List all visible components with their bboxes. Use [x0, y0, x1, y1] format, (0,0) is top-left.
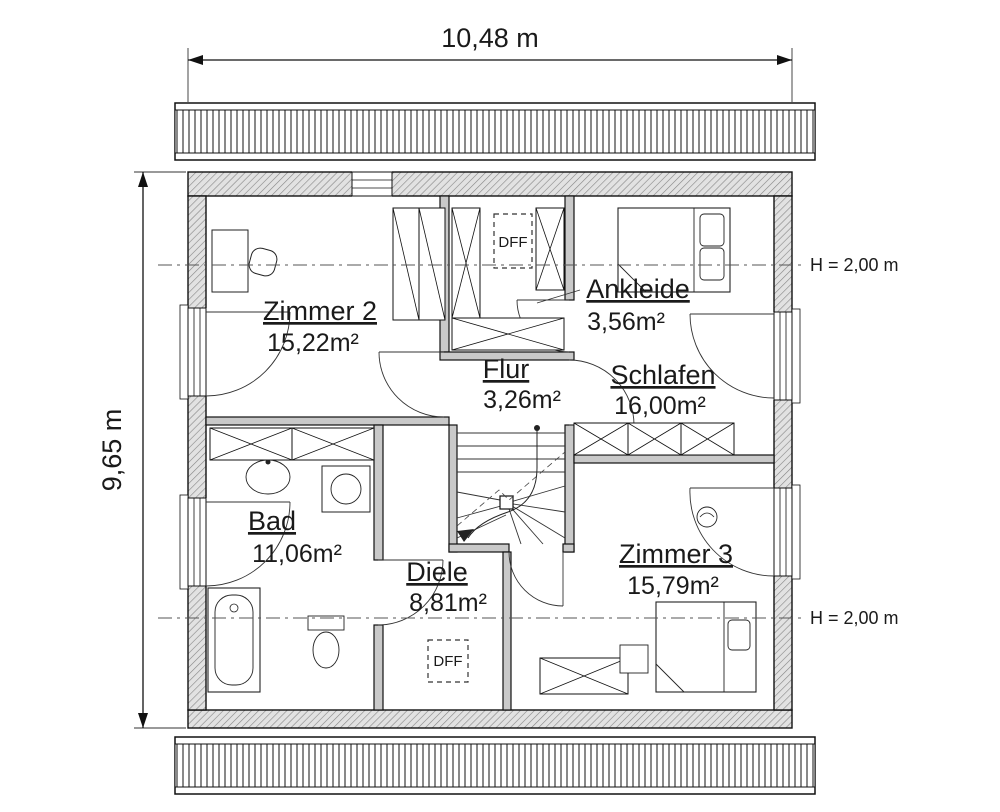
schlafen-area: 16,00m²	[614, 392, 706, 420]
dff-top-label: DFF	[498, 234, 527, 251]
flur-name: Flur	[483, 354, 530, 384]
wardrobe-zimmer2	[392, 207, 446, 321]
closet-ankleide-west	[451, 207, 481, 319]
room-label-zimmer2: Zimmer 2 15,22m²	[263, 296, 377, 357]
ankleide-area: 3,56m²	[587, 308, 665, 336]
room-label-zimmer3: Zimmer 3 15,79m²	[619, 539, 733, 600]
windows	[179, 170, 801, 590]
door-bad	[377, 559, 444, 626]
room-labels: Zimmer 2 15,22m² Ankleide 3,56m² Flur 3,…	[248, 274, 733, 617]
diele-name: Diele	[406, 557, 468, 587]
closet-ankleide-south	[451, 317, 565, 351]
closet-ankleide-east	[535, 207, 565, 291]
roof-overhang-top	[174, 102, 816, 161]
width-dimension-label: 10,48 m	[441, 23, 539, 53]
door-zimmer3	[508, 551, 564, 607]
zimmer3-area: 15,79m²	[627, 572, 719, 600]
zimmer2-name: Zimmer 2	[263, 296, 377, 326]
window-right-2	[689, 484, 801, 580]
roof-overhang-bottom	[174, 736, 816, 795]
room-label-flur: Flur 3,26m²	[483, 354, 561, 414]
room-label-ankleide: Ankleide 3,56m²	[536, 274, 690, 336]
height-dimension-label: 9,65 m	[97, 409, 127, 492]
room-label-bad: Bad 11,06m²	[248, 506, 342, 568]
furniture-zimmer3-bed	[619, 506, 757, 693]
closet-bad	[209, 427, 375, 461]
door-zimmer2	[378, 351, 445, 418]
window-top	[351, 170, 393, 198]
bad-area: 11,06m²	[252, 540, 342, 568]
furniture-bad	[207, 459, 371, 693]
window-left-1	[179, 304, 291, 400]
washing-machine	[321, 465, 371, 513]
schlafen-name: Schlafen	[610, 360, 715, 390]
furniture-zimmer2	[211, 229, 278, 293]
left-dimension: 9,65 m	[97, 171, 186, 729]
bathtub	[207, 587, 261, 693]
height-marker-bottom-label: H = 2,00 m	[810, 608, 899, 628]
toilet	[307, 615, 345, 669]
closet-schlafen	[573, 422, 735, 456]
closets	[209, 207, 735, 695]
room-label-schlafen: Schlafen 16,00m²	[610, 360, 715, 420]
zimmer3-name: Zimmer 3	[619, 539, 733, 569]
flur-area: 3,26m²	[483, 386, 561, 414]
room-label-diele: Diele 8,81m²	[406, 557, 487, 617]
height-line-top: H = 2,00 m	[158, 255, 899, 275]
zimmer2-area: 15,22m²	[267, 329, 359, 357]
diele-area: 8,81m²	[409, 589, 487, 617]
dff-bottom: DFF	[427, 639, 469, 683]
furniture-schlafen-bed	[617, 207, 731, 293]
window-right-1	[689, 308, 801, 404]
dff-bottom-label: DFF	[433, 653, 462, 670]
top-dimension: 10,48 m	[187, 23, 793, 102]
sideboard-zimmer3	[539, 657, 629, 695]
staircase	[456, 425, 566, 545]
height-marker-top-label: H = 2,00 m	[810, 255, 899, 275]
ankleide-name: Ankleide	[586, 274, 690, 304]
sink	[245, 459, 291, 495]
height-line-bottom: H = 2,00 m	[158, 608, 899, 628]
window-left-2	[179, 494, 291, 590]
bad-name: Bad	[248, 506, 296, 536]
dff-top: DFF	[493, 213, 533, 269]
